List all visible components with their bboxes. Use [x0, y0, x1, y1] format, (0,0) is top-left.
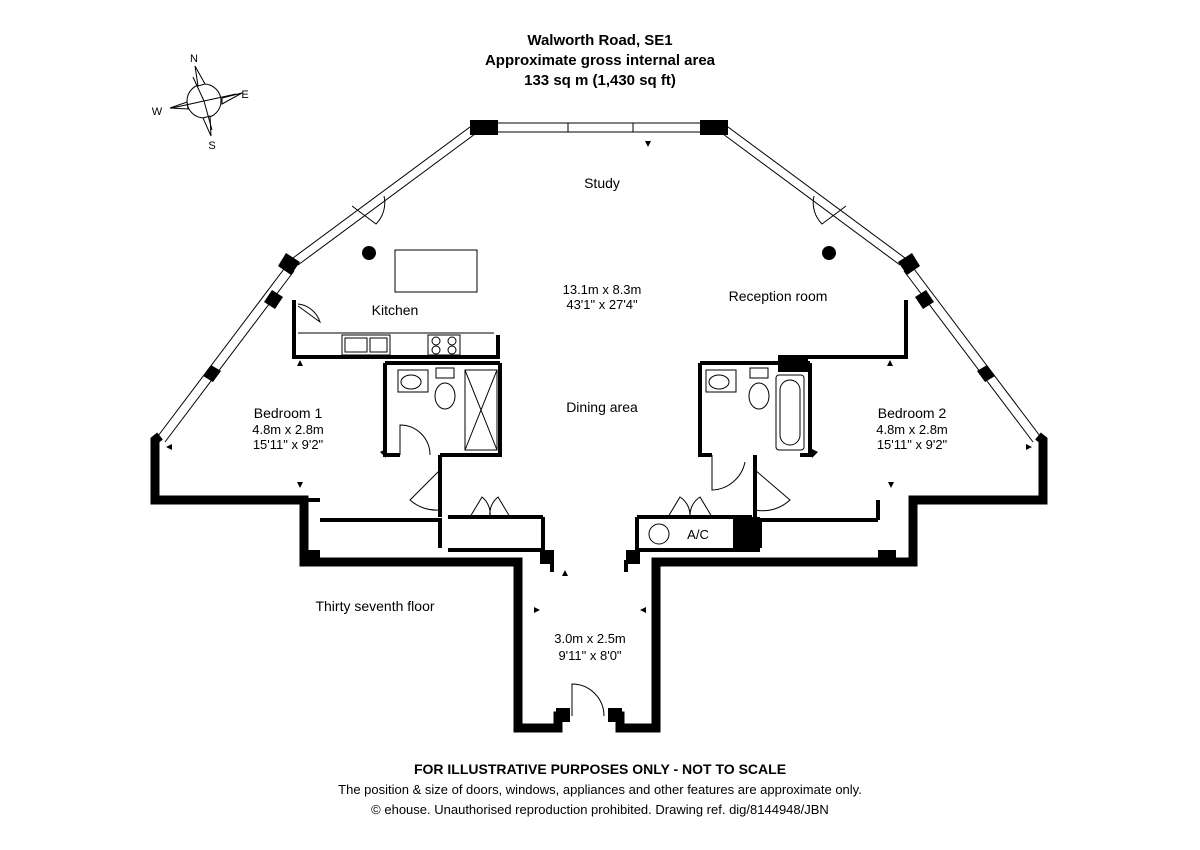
wall-piers: [203, 120, 995, 382]
bedroom1-dim-ft: 15'11" x 9'2": [253, 437, 324, 452]
floor-label: Thirty seventh floor: [315, 598, 434, 614]
plan-area-label: Approximate gross internal area: [485, 52, 716, 69]
main-dim-ft: 43'1" x 27'4": [566, 297, 638, 312]
room-kitchen: Kitchen: [372, 302, 419, 318]
kitchen-island: [394, 249, 478, 293]
room-bedroom2: Bedroom 2: [878, 405, 947, 421]
compass-s: S: [208, 140, 215, 152]
footer-note: The position & size of doors, windows, a…: [338, 782, 862, 797]
room-bedroom1: Bedroom 1: [254, 405, 323, 421]
inner-walls: [292, 300, 908, 572]
kitchen-counter: [298, 332, 494, 356]
footer-copyright: © ehouse. Unauthorised reproduction proh…: [371, 802, 829, 817]
compass-w: W: [152, 106, 163, 118]
column-right-icon: [822, 246, 836, 260]
room-reception: Reception room: [729, 288, 828, 304]
main-dim-m: 13.1m x 8.3m: [563, 282, 642, 297]
outer-walls: [150, 432, 1048, 733]
left-bathroom-fixtures: [397, 367, 498, 451]
hall-dim-ft: 9'11" x 8'0": [558, 648, 621, 663]
windows: [157, 122, 1041, 443]
compass-icon: [169, 65, 243, 137]
bedroom2-dim-ft: 15'11" x 9'2": [877, 437, 948, 452]
bedroom2-dim-m: 4.8m x 2.8m: [876, 422, 948, 437]
column-left-icon: [362, 246, 376, 260]
room-dining: Dining area: [566, 399, 638, 415]
right-bathroom-fixtures: [705, 367, 805, 451]
bedroom1-dim-m: 4.8m x 2.8m: [252, 422, 324, 437]
compass-e: E: [241, 89, 248, 101]
measurement-arrows: [166, 141, 1032, 613]
door-swings: [297, 195, 847, 717]
hall-dim-m: 3.0m x 2.5m: [554, 631, 626, 646]
room-study: Study: [584, 175, 620, 191]
plan-area-value: 133 sq m (1,430 sq ft): [524, 72, 676, 89]
structural-blocks: [300, 357, 896, 722]
footer-disclaimer: FOR ILLUSTRATIVE PURPOSES ONLY - NOT TO …: [414, 761, 786, 777]
ac-unit-icon: [648, 523, 670, 545]
compass-n: N: [190, 53, 198, 65]
plan-address: Walworth Road, SE1: [527, 32, 672, 49]
ac-label: A/C: [687, 527, 709, 542]
